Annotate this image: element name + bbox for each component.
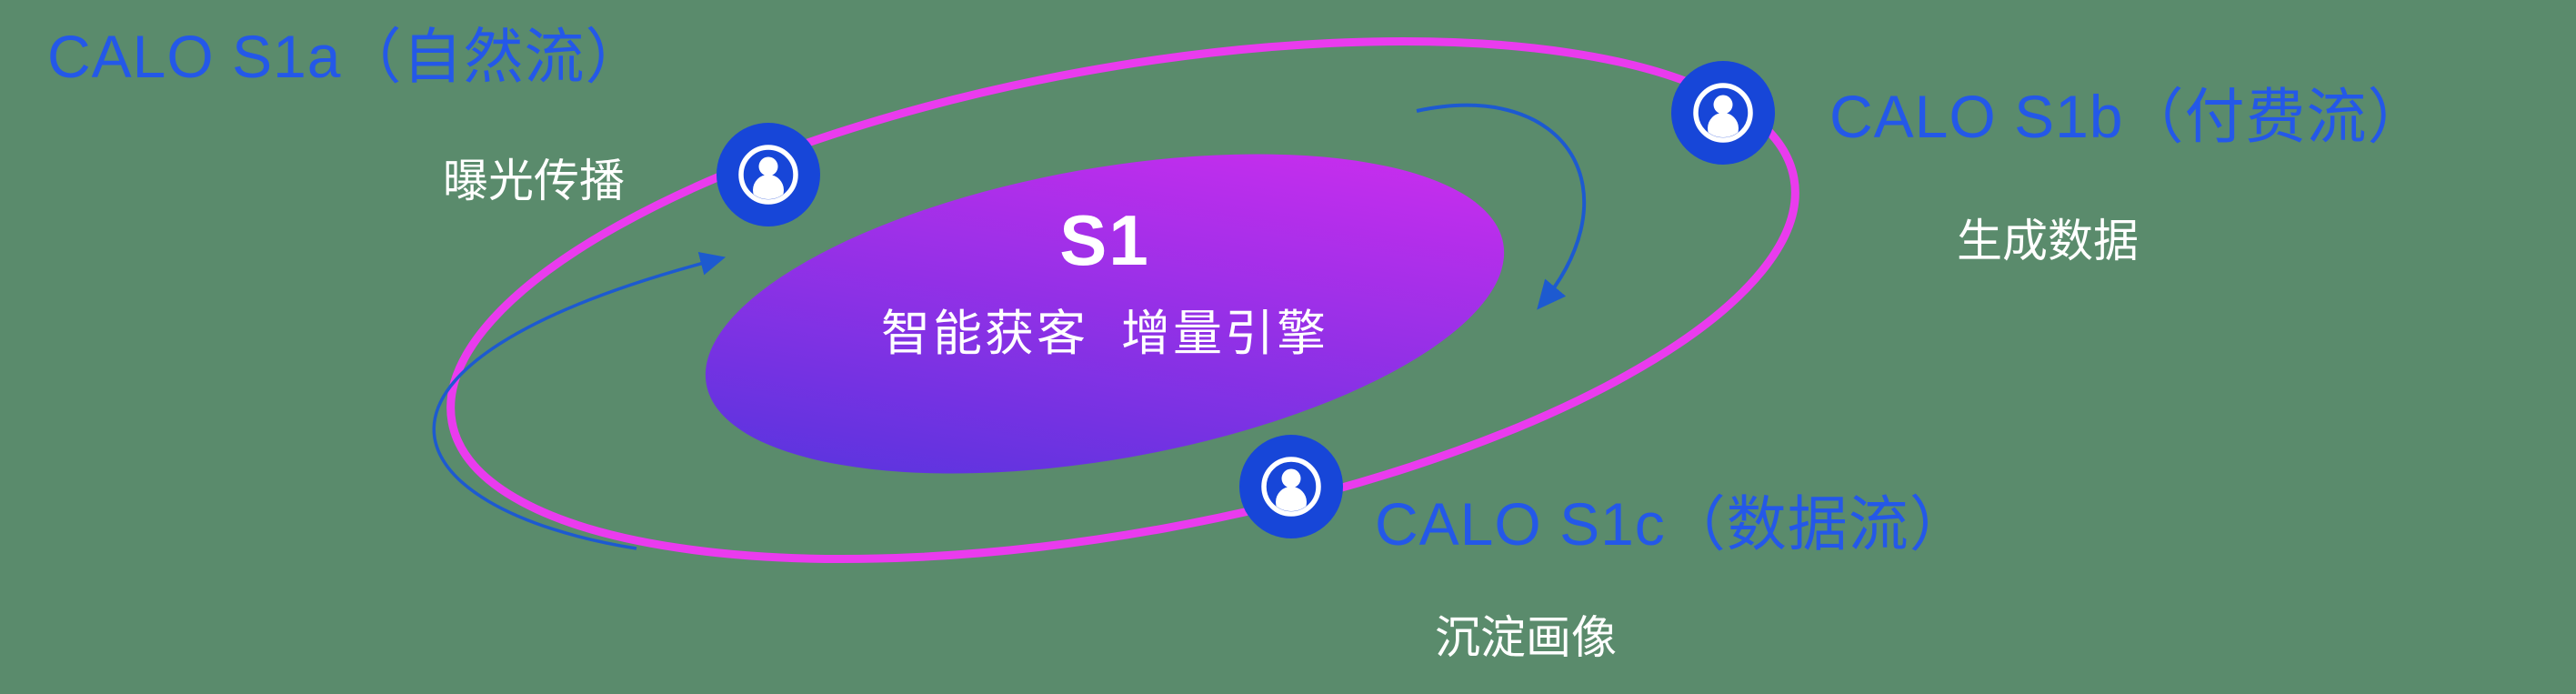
label-s1a-subtitle: 曝光传播 [443,156,625,206]
user-icon-s1a [717,123,820,226]
label-s1c-title: CALO S1c（数据流） [1375,490,1970,558]
core-subtitle: 智能获客 增量引擎 [880,306,1329,361]
core-text-group: S1 智能获客 增量引擎 [880,200,1329,365]
flow-arrow-right [1416,103,1587,310]
user-icon-s1c [1239,435,1343,538]
flow-arrow-left [432,252,727,550]
core-title: S1 [1059,200,1150,280]
label-s1a-title: CALO S1a（自然流） [47,23,647,90]
label-s1c-subtitle: 沉淀画像 [1435,612,1617,663]
label-s1b-subtitle: 生成数据 [1957,216,2139,267]
core-ellipse [705,154,1505,474]
orbit-ellipse [446,37,1799,563]
user-icon-s1b [1671,61,1775,165]
label-s1b-title: CALO S1b（付费流） [1829,83,2429,150]
